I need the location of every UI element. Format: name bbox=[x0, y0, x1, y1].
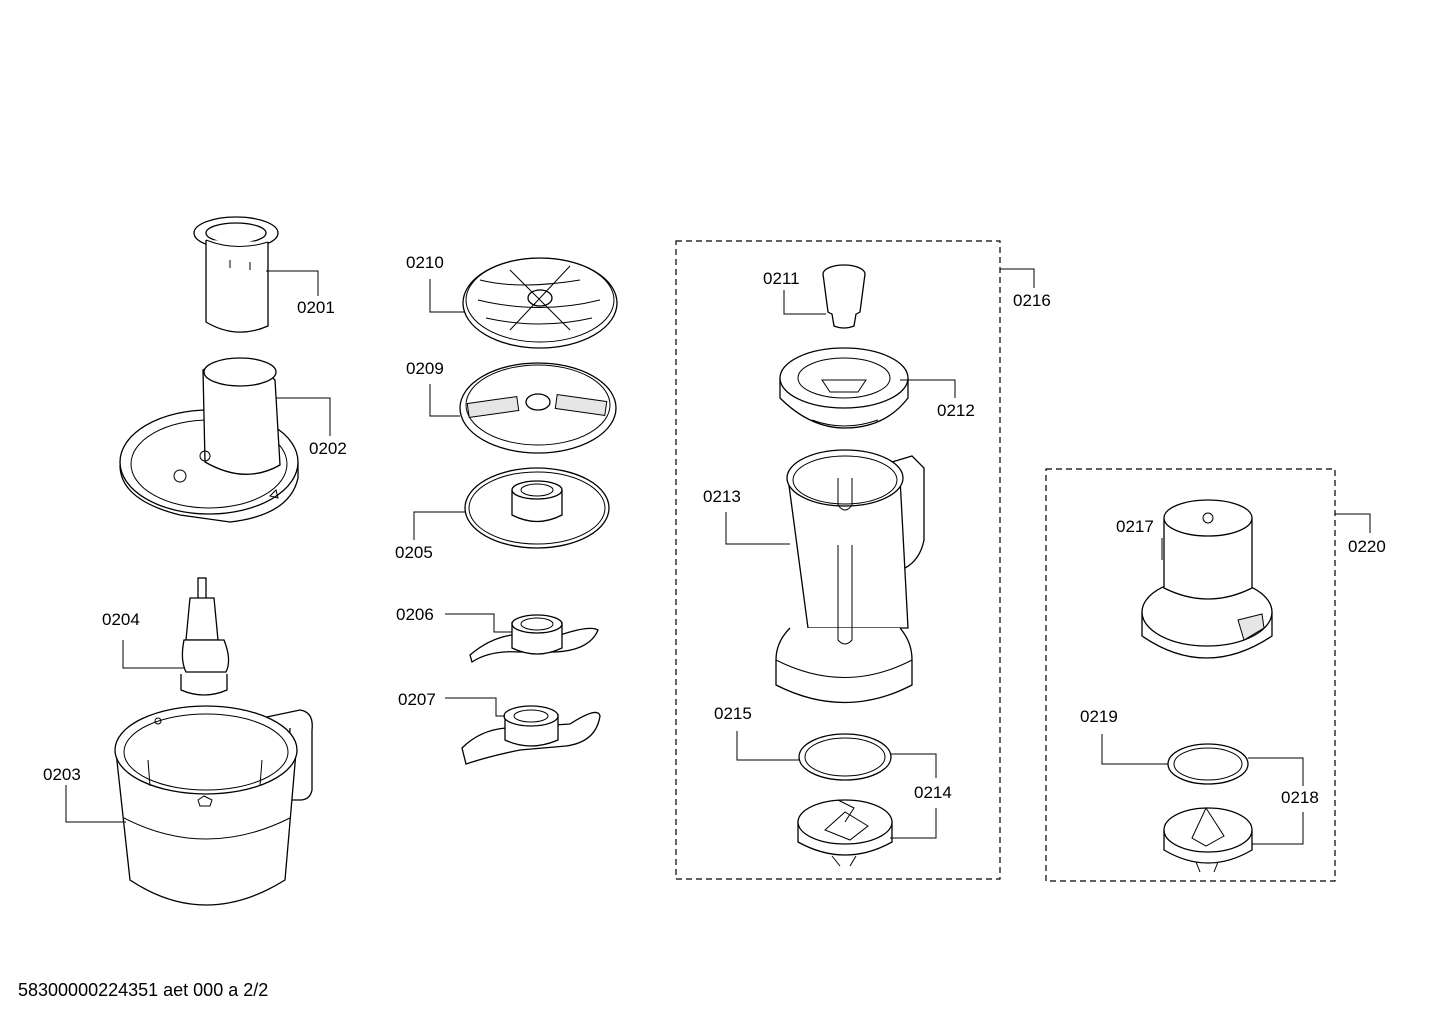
part-0209-slicing-disc[interactable] bbox=[459, 362, 617, 454]
part-0212-blender-lid[interactable] bbox=[779, 347, 909, 429]
label-0220: 0220 bbox=[1348, 537, 1386, 556]
part-0215-seal[interactable] bbox=[798, 733, 892, 781]
group-0216-boundary bbox=[675, 240, 1001, 880]
label-0218: 0218 bbox=[1281, 788, 1319, 807]
part-0214-blade-unit[interactable] bbox=[797, 799, 893, 867]
label-0212: 0212 bbox=[937, 401, 975, 420]
group-0220-boundary bbox=[1045, 468, 1336, 882]
label-0203: 0203 bbox=[43, 765, 81, 784]
part-0207-kneading-blade[interactable] bbox=[461, 705, 601, 765]
part-0201-pusher[interactable] bbox=[193, 216, 279, 333]
part-0205-disc-carrier[interactable] bbox=[464, 467, 610, 549]
part-0219-seal[interactable] bbox=[1167, 743, 1249, 785]
label-0207: 0207 bbox=[398, 690, 436, 709]
part-0218-blade-unit[interactable] bbox=[1163, 806, 1253, 873]
label-0210: 0210 bbox=[406, 253, 444, 272]
label-0213: 0213 bbox=[703, 487, 741, 506]
label-0219: 0219 bbox=[1080, 707, 1118, 726]
label-0202: 0202 bbox=[309, 439, 347, 458]
label-0211: 0211 bbox=[763, 269, 800, 288]
part-0213-blender-jug[interactable] bbox=[775, 449, 925, 704]
label-0214: 0214 bbox=[914, 783, 952, 802]
part-0206-knife-blade[interactable] bbox=[469, 614, 599, 664]
label-0204: 0204 bbox=[102, 610, 140, 629]
label-0216: 0216 bbox=[1013, 291, 1051, 310]
label-0201: 0201 bbox=[297, 298, 335, 317]
label-0209: 0209 bbox=[406, 359, 444, 378]
leader-lines bbox=[65, 268, 1371, 845]
part-0202-lid[interactable] bbox=[119, 357, 299, 523]
part-0203-bowl[interactable] bbox=[114, 705, 313, 906]
part-0210-grating-disc[interactable] bbox=[462, 257, 618, 349]
part-0204-drive-shaft[interactable] bbox=[180, 577, 230, 696]
label-0217: 0217 bbox=[1116, 517, 1154, 536]
part-0217-chopper[interactable] bbox=[1141, 499, 1273, 659]
document-footer-code: 58300000224351 aet 000 a 2/2 bbox=[18, 980, 269, 1000]
part-0211-measuring-cup[interactable] bbox=[822, 264, 866, 329]
label-0205: 0205 bbox=[395, 543, 433, 562]
label-0206: 0206 bbox=[396, 605, 434, 624]
label-0215: 0215 bbox=[714, 704, 752, 723]
